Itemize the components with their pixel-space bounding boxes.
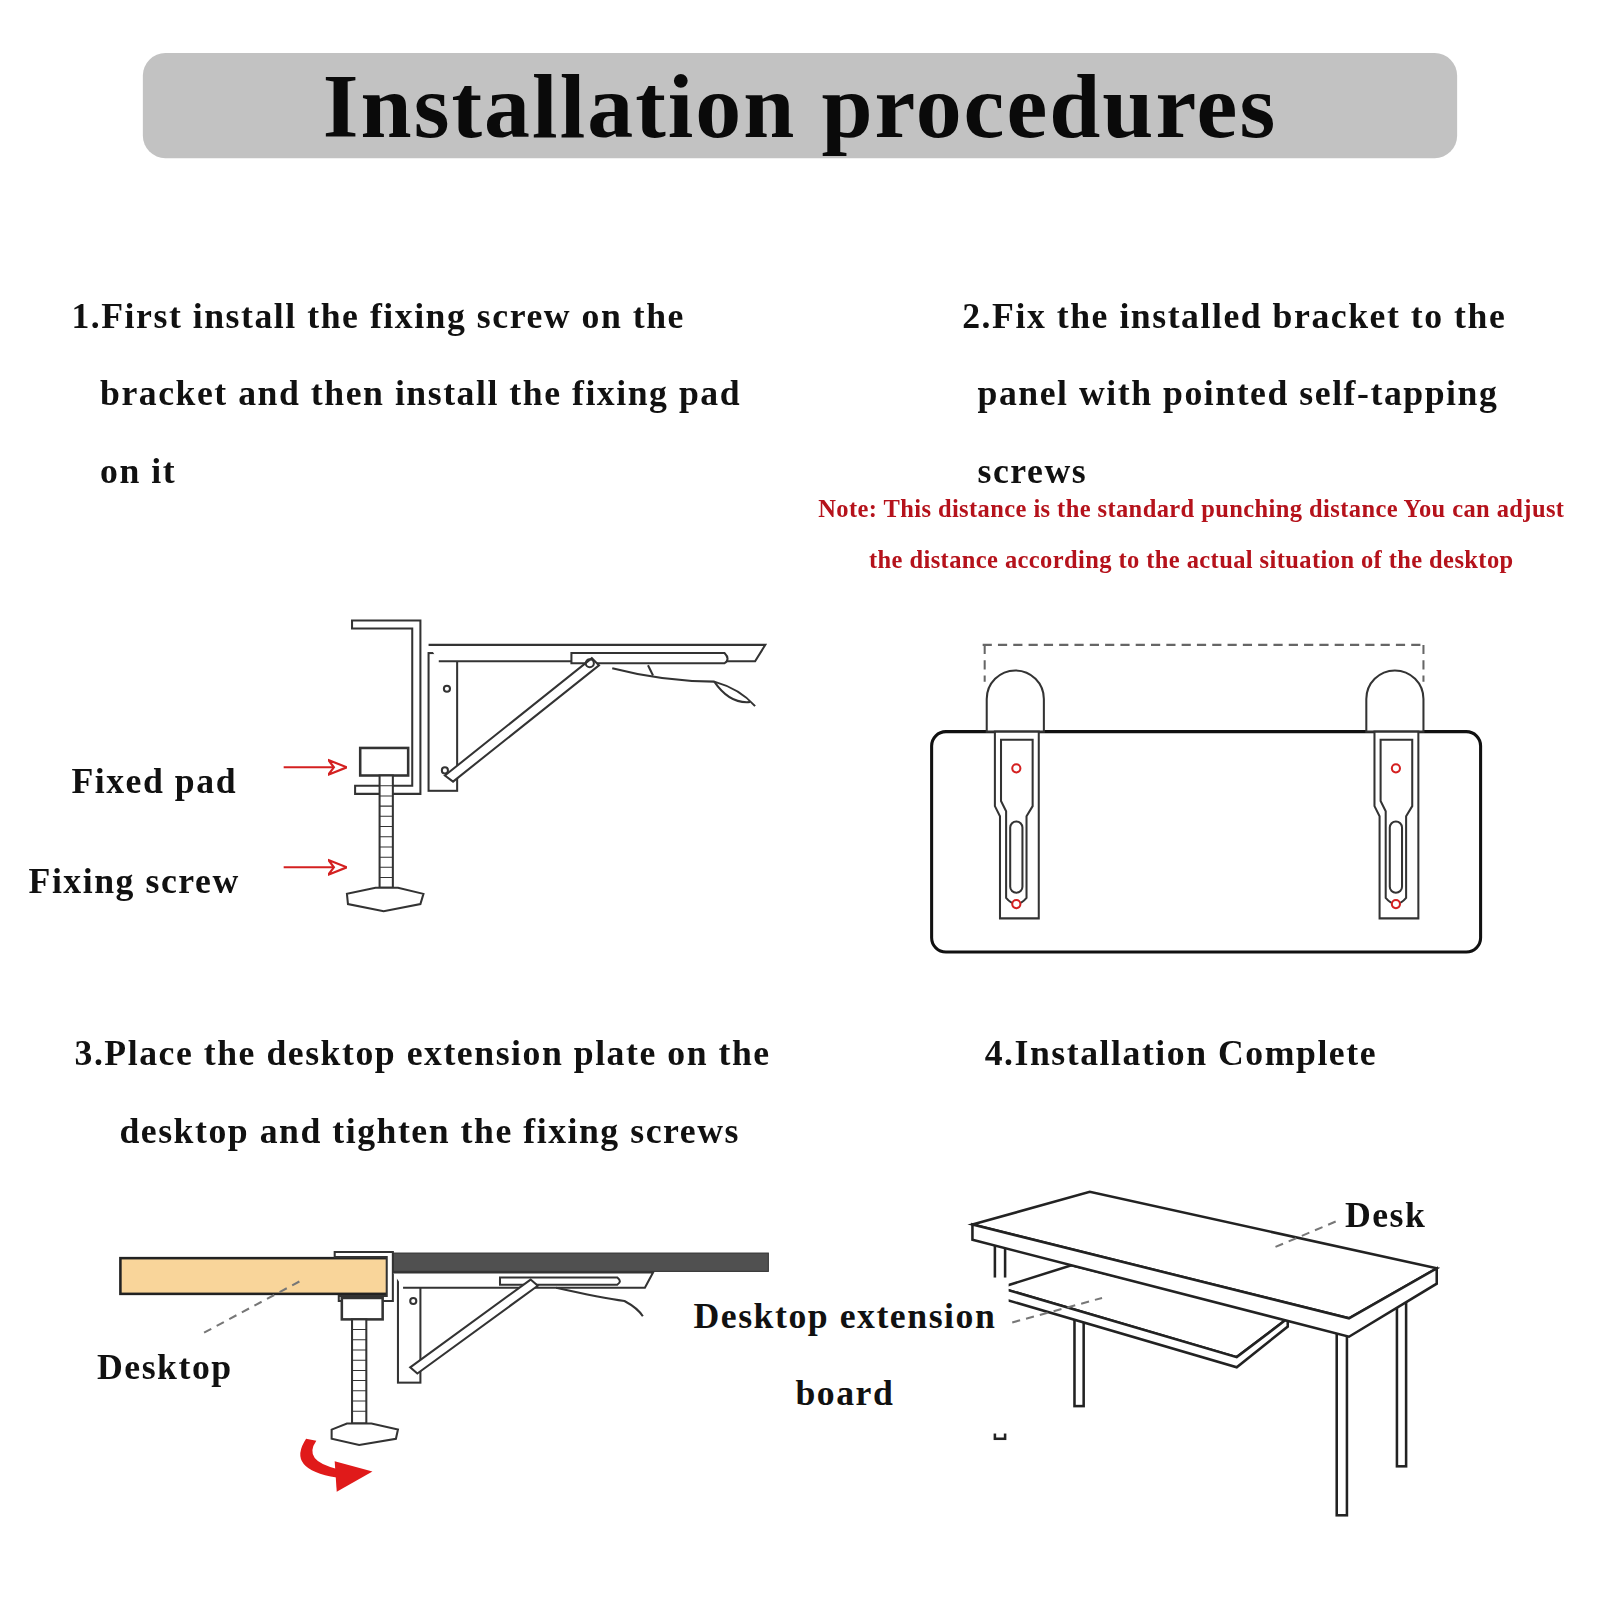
drawing-part — [445, 658, 599, 781]
drawing-part — [1397, 1288, 1406, 1467]
drawing-part — [335, 1252, 393, 1301]
drawing-part — [500, 1278, 620, 1285]
dimension-line — [983, 645, 1424, 682]
drawing-part — [342, 1298, 383, 1319]
step-text: 1.First install the fixing screw on the … — [71, 278, 783, 511]
extension-plate — [393, 1253, 769, 1271]
drawing-part — [648, 665, 653, 675]
drawing-part — [1337, 1333, 1347, 1516]
bracket-step3 — [332, 1252, 653, 1445]
drawing-part — [972, 1224, 1436, 1336]
part-label: Desktop — [97, 1329, 233, 1407]
drawing-part — [352, 620, 420, 793]
turn-arrow — [300, 1439, 372, 1492]
drawing-part — [984, 645, 986, 682]
drawing-part — [714, 682, 750, 703]
desktop-board — [120, 1258, 387, 1294]
drawing-part — [444, 686, 450, 692]
part-label: Fixed pad — [71, 743, 237, 821]
drawing-part — [360, 748, 408, 776]
drawing-part — [1366, 670, 1423, 918]
part-label: Desk — [1345, 1177, 1427, 1255]
bracket-step1 — [347, 620, 765, 911]
drawing-part — [352, 1319, 366, 1423]
drawing-part — [347, 888, 424, 911]
page-title: Installation procedures — [143, 53, 1457, 158]
drawing-part — [380, 786, 393, 878]
drawing-part — [352, 1330, 366, 1412]
drawing-part — [410, 1280, 538, 1374]
leader-line — [1276, 1219, 1341, 1247]
pointer-arrow — [284, 866, 345, 868]
leader-line — [1012, 1298, 1102, 1322]
part-label: Fixing screw — [29, 843, 240, 921]
drawing-part — [1012, 900, 1020, 908]
drawing-part — [335, 1461, 373, 1492]
panel-bracket — [987, 670, 1044, 918]
step-text: 4.Installation Complete — [985, 1015, 1377, 1093]
drawing-part — [300, 1439, 338, 1478]
desk — [972, 1192, 1436, 1515]
drawing-part — [995, 732, 1039, 919]
drawing-part — [586, 659, 594, 667]
note-text: Note: This distance is the standard punc… — [811, 484, 1571, 586]
drawing-part — [987, 670, 1044, 731]
part-label: Desktop extension board — [682, 1278, 1009, 1433]
drawing-part — [612, 668, 755, 706]
drawing-part — [1001, 740, 1033, 904]
drawing-part — [410, 1298, 416, 1304]
drawing-part — [983, 644, 1424, 646]
step-text: 2.Fix the installed bracket to the panel… — [962, 278, 1564, 511]
drawing-part — [380, 776, 393, 888]
drawing-part — [1012, 764, 1020, 772]
drawing-part — [1010, 821, 1022, 892]
pointer-arrow — [284, 766, 345, 768]
drawing-part — [332, 1423, 398, 1444]
step-text: 3.Place the desktop extension plate on t… — [74, 1015, 843, 1170]
drawing-part — [1422, 645, 1424, 682]
leader-line — [204, 1281, 301, 1333]
drawing-part — [556, 1288, 643, 1317]
